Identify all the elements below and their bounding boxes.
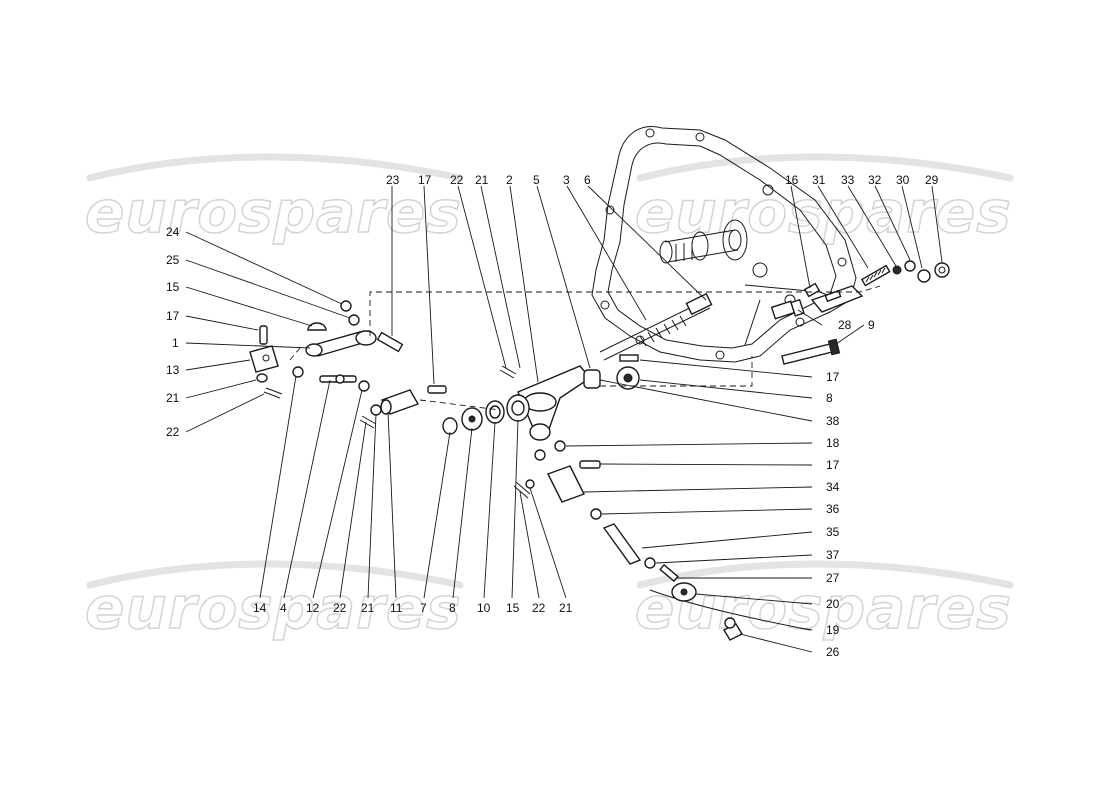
callout-label: 17 xyxy=(826,370,840,384)
callout-label: 28 xyxy=(838,318,852,332)
callout-label: 21 xyxy=(559,601,573,615)
callout-label: 14 xyxy=(253,601,267,615)
watermark-text: eurospares xyxy=(85,574,462,642)
callout-label: 17 xyxy=(166,309,180,323)
callouts-top: 23 17 22 21 2 5 3 6 16 31 33 32 30 29 xyxy=(386,173,939,187)
callout-label: 6 xyxy=(584,173,591,187)
callout-label: 22 xyxy=(450,173,464,187)
callout-label: 31 xyxy=(812,173,826,187)
watermark-text: eurospares xyxy=(635,178,1012,246)
callout-label: 16 xyxy=(785,173,799,187)
callout-label: 24 xyxy=(166,225,180,239)
callout-label: 2 xyxy=(506,173,513,187)
callout-label: 29 xyxy=(925,173,939,187)
callout-label: 37 xyxy=(826,548,840,562)
watermark-text: eurospares xyxy=(85,178,462,246)
callout-label: 21 xyxy=(166,391,180,405)
callout-label: 23 xyxy=(386,173,400,187)
callout-label: 20 xyxy=(826,597,840,611)
callout-label: 27 xyxy=(826,571,840,585)
callout-label: 9 xyxy=(868,318,875,332)
callout-label: 17 xyxy=(826,458,840,472)
callout-label: 30 xyxy=(896,173,910,187)
callout-label: 19 xyxy=(826,623,840,637)
callout-label: 26 xyxy=(826,645,840,659)
watermark-text: eurospares xyxy=(635,574,1012,642)
callout-label: 15 xyxy=(166,280,180,294)
callout-label: 8 xyxy=(826,391,833,405)
callout-label: 11 xyxy=(390,601,403,615)
leader-lines xyxy=(185,185,943,653)
callout-label: 38 xyxy=(826,414,840,428)
callout-label: 22 xyxy=(333,601,347,615)
callouts-left: 24 25 15 17 1 13 21 22 xyxy=(166,225,180,439)
callout-label: 5 xyxy=(533,173,540,187)
callout-label: 8 xyxy=(449,601,456,615)
callout-label: 22 xyxy=(166,425,180,439)
callout-label: 35 xyxy=(826,525,840,539)
callout-label: 10 xyxy=(477,601,491,615)
callout-label: 7 xyxy=(420,601,427,615)
callout-label: 1 xyxy=(172,336,179,350)
callouts-bottom: 14 4 12 22 21 11 7 8 10 15 22 21 xyxy=(253,601,573,615)
callout-label: 21 xyxy=(475,173,489,187)
clutch-linkage xyxy=(249,300,811,641)
callout-label: 12 xyxy=(306,601,320,615)
callout-label: 25 xyxy=(166,253,180,267)
callout-label: 18 xyxy=(826,436,840,450)
callout-label: 21 xyxy=(361,601,375,615)
callout-label: 32 xyxy=(868,173,882,187)
callout-label: 13 xyxy=(166,363,180,377)
callout-label: 4 xyxy=(280,601,287,615)
watermark-layer: eurospares eurospares eurospares eurospa… xyxy=(84,153,1014,643)
callout-label: 3 xyxy=(563,173,570,187)
callout-label: 36 xyxy=(826,502,840,516)
assembly-lines xyxy=(289,285,881,411)
callout-label: 33 xyxy=(841,173,855,187)
callouts-right: 28 9 17 8 38 18 17 34 36 35 37 27 20 19 … xyxy=(826,318,875,659)
callout-label: 34 xyxy=(826,480,840,494)
callout-label: 22 xyxy=(532,601,546,615)
gearbox-housing xyxy=(591,126,950,365)
callout-label: 15 xyxy=(506,601,520,615)
callout-label: 17 xyxy=(418,173,432,187)
